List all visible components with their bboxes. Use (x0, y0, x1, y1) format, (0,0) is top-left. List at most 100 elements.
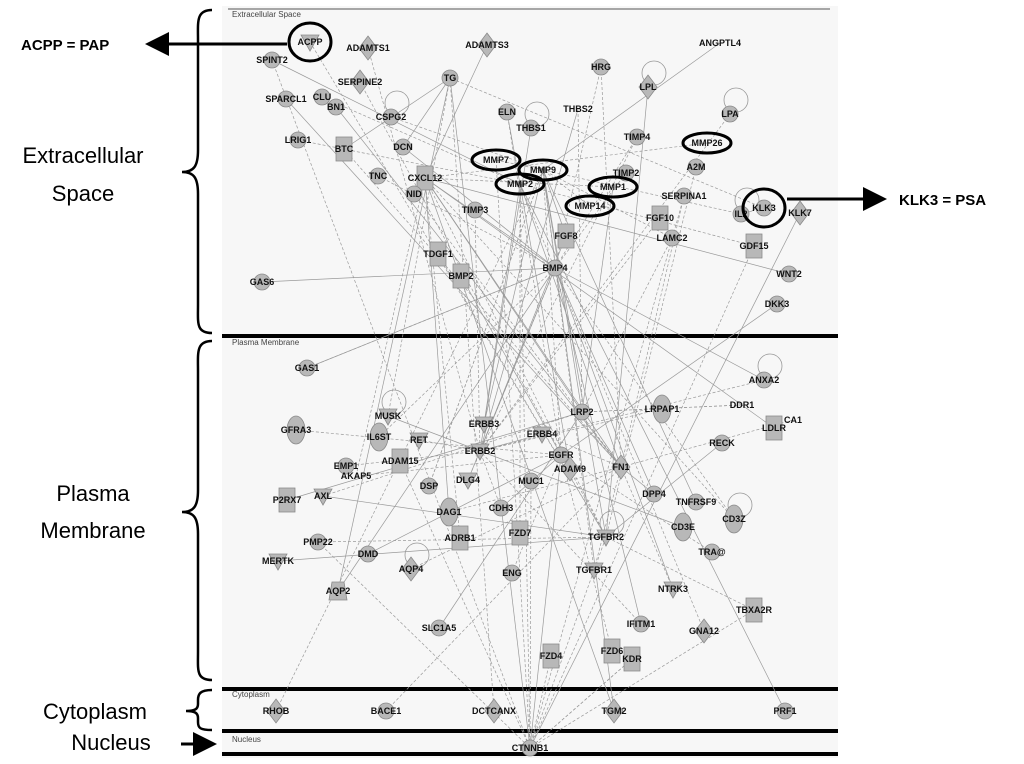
gene-node-eng[interactable]: ENG (502, 564, 522, 582)
gene-node-ctnnb1[interactable]: CTNNB1 (512, 739, 549, 757)
gene-node-mmp26[interactable]: MMP26 (691, 138, 722, 148)
gene-node-tnc[interactable]: TNC (369, 167, 388, 185)
gene-node-tdgf1[interactable]: TDGF1 (423, 241, 453, 267)
gene-node-thbs2[interactable]: THBS2 (563, 104, 593, 114)
gene-node-adam15[interactable]: ADAM15 (381, 448, 419, 474)
gene-node-bmp4[interactable]: BMP4 (542, 259, 568, 277)
gene-node-tnfrsf9[interactable]: TNFRSF9 (676, 493, 717, 511)
gene-node-bace1[interactable]: BACE1 (371, 702, 402, 720)
gene-node-emp1[interactable]: EMP1 (334, 457, 359, 475)
gene-node-erbb2[interactable]: ERBB2 (465, 443, 496, 461)
gene-node-dctcanx[interactable]: DCTCANX (472, 698, 516, 724)
gene-node-ldlr[interactable]: LDLR (762, 415, 786, 441)
gene-node-adamts1[interactable]: ADAMTS1 (346, 35, 390, 61)
gene-node-fzd4[interactable]: FZD4 (540, 643, 563, 669)
gene-node-thbs1[interactable]: THBS1 (516, 119, 546, 137)
gene-node-tbxa2r[interactable]: TBXA2R (736, 597, 773, 623)
gene-node-aqp2[interactable]: AQP2 (326, 581, 351, 601)
gene-node-anxa2[interactable]: ANXA2 (749, 371, 780, 389)
gene-node-reck[interactable]: RECK (709, 434, 735, 452)
gene-node-mertk[interactable]: MERTK (262, 553, 294, 571)
gene-node-mmp7[interactable]: MMP7 (483, 155, 509, 165)
gene-node-btc[interactable]: BTC (335, 136, 354, 162)
gene-node-dpp4[interactable]: DPP4 (642, 485, 666, 503)
gene-node-adamts3[interactable]: ADAMTS3 (465, 32, 509, 58)
gene-node-klk7[interactable]: KLK7 (788, 200, 812, 226)
gene-node-lrpap1[interactable]: LRPAP1 (645, 394, 680, 424)
gene-node-gdf15[interactable]: GDF15 (739, 233, 769, 259)
gene-node-tgm2[interactable]: TGM2 (601, 698, 627, 724)
gene-node-ret[interactable]: RET (409, 432, 429, 450)
gene-node-gfra3[interactable]: GFRA3 (281, 415, 312, 445)
gene-node-cd3e[interactable]: CD3E (671, 512, 695, 542)
gene-node-p2rx7[interactable]: P2RX7 (273, 487, 302, 513)
gene-node-pmp22[interactable]: PMP22 (303, 533, 333, 551)
gene-node-a2m[interactable]: A2M (686, 158, 706, 176)
gene-node-dcn[interactable]: DCN (393, 138, 413, 156)
gene-node-ifitm1[interactable]: IFITM1 (627, 615, 656, 633)
gene-node-spint2[interactable]: SPINT2 (256, 51, 288, 69)
gene-node-dag1[interactable]: DAG1 (436, 497, 462, 527)
gene-node-kdr[interactable]: KDR (622, 646, 642, 672)
gene-node-slc1a5[interactable]: SLC1A5 (422, 619, 457, 637)
gene-node-rhob[interactable]: RHOB (263, 698, 290, 724)
gene-node-bmp2[interactable]: BMP2 (448, 263, 474, 289)
gene-node-ddr1[interactable]: DDR1 (730, 400, 755, 410)
gene-node-ca1[interactable]: CA1 (784, 415, 802, 425)
gene-node-musk[interactable]: MUSK (375, 408, 402, 426)
gene-node-tgfbr2[interactable]: TGFBR2 (588, 529, 624, 547)
gene-node-fn1[interactable]: FN1 (611, 454, 631, 480)
gene-node-klk3[interactable]: KLK3 (752, 199, 776, 217)
gene-node-gas1[interactable]: GAS1 (295, 359, 320, 377)
gene-node-fzd6[interactable]: FZD6 (601, 638, 624, 664)
gene-node-serpina1[interactable]: SERPINA1 (661, 187, 707, 205)
gene-node-gas6[interactable]: GAS6 (250, 273, 275, 291)
gene-node-prf1[interactable]: PRF1 (773, 702, 797, 720)
gene-node-adam9[interactable]: ADAM9 (554, 456, 586, 482)
gene-node-lrp2[interactable]: LRP2 (570, 403, 594, 421)
gene-node-timp4[interactable]: TIMP4 (624, 128, 651, 146)
gene-node-erbb3[interactable]: ERBB3 (469, 416, 500, 434)
gene-node-il6st[interactable]: IL6ST (367, 422, 392, 452)
gene-node-dmd[interactable]: DMD (358, 545, 379, 563)
gene-node-muc1[interactable]: MUC1 (518, 472, 544, 490)
gene-node-aqp4[interactable]: AQP4 (399, 556, 424, 582)
gene-node-lrig1[interactable]: LRIG1 (285, 131, 312, 149)
gene-node-egfr[interactable]: EGFR (548, 446, 574, 464)
gene-node-tra-at[interactable]: TRA@ (698, 543, 726, 561)
gene-node-mmp1[interactable]: MMP1 (600, 182, 626, 192)
gene-node-dkk3[interactable]: DKK3 (765, 295, 790, 313)
gene-node-lpa[interactable]: LPA (721, 105, 739, 123)
gene-node-hrg[interactable]: HRG (591, 58, 611, 76)
gene-node-acpp[interactable]: ACPP (297, 34, 323, 52)
gene-node-mmp9[interactable]: MMP9 (530, 165, 556, 175)
gene-node-ntrk3[interactable]: NTRK3 (658, 581, 688, 599)
gene-node-adrb1[interactable]: ADRB1 (444, 525, 476, 551)
gene-node-mmp2[interactable]: MMP2 (507, 179, 533, 189)
gene-node-erbb4[interactable]: ERBB4 (527, 426, 558, 444)
gene-node-mmp14[interactable]: MMP14 (574, 201, 605, 211)
gene-node-timp3[interactable]: TIMP3 (462, 201, 489, 219)
gene-node-dsp[interactable]: DSP (420, 477, 439, 495)
gene-node-akap5[interactable]: AKAP5 (341, 471, 372, 481)
gene-node-axl[interactable]: AXL (313, 488, 333, 506)
gene-node-cd3z[interactable]: CD3Z (722, 504, 746, 534)
gene-node-lpl[interactable]: LPL (638, 74, 658, 100)
gene-node-gna12[interactable]: GNA12 (689, 618, 719, 644)
gene-node-dlg4[interactable]: DLG4 (456, 472, 480, 490)
gene-node-sparcl1[interactable]: SPARCL1 (265, 90, 307, 108)
gene-node-eln[interactable]: ELN (498, 103, 516, 121)
gene-node-fzd7[interactable]: FZD7 (509, 520, 532, 546)
gene-node-serpine2[interactable]: SERPINE2 (338, 69, 383, 95)
gene-node-fgf8[interactable]: FGF8 (554, 223, 578, 249)
gene-node-fgf10[interactable]: FGF10 (646, 205, 674, 231)
gene-node-cspg2[interactable]: CSPG2 (376, 108, 407, 126)
gene-node-tg[interactable]: TG (441, 69, 459, 87)
gene-node-cdh3[interactable]: CDH3 (489, 499, 514, 517)
gene-node-clu[interactable]: CLU (313, 88, 332, 106)
gene-node-cxcl12[interactable]: CXCL12 (408, 165, 443, 191)
gene-node-bn1[interactable]: BN1 (327, 98, 345, 116)
gene-node-nid[interactable]: NID (405, 185, 423, 203)
gene-node-tgfbr1[interactable]: TGFBR1 (576, 562, 612, 580)
gene-node-angptl4[interactable]: ANGPTL4 (699, 38, 741, 48)
